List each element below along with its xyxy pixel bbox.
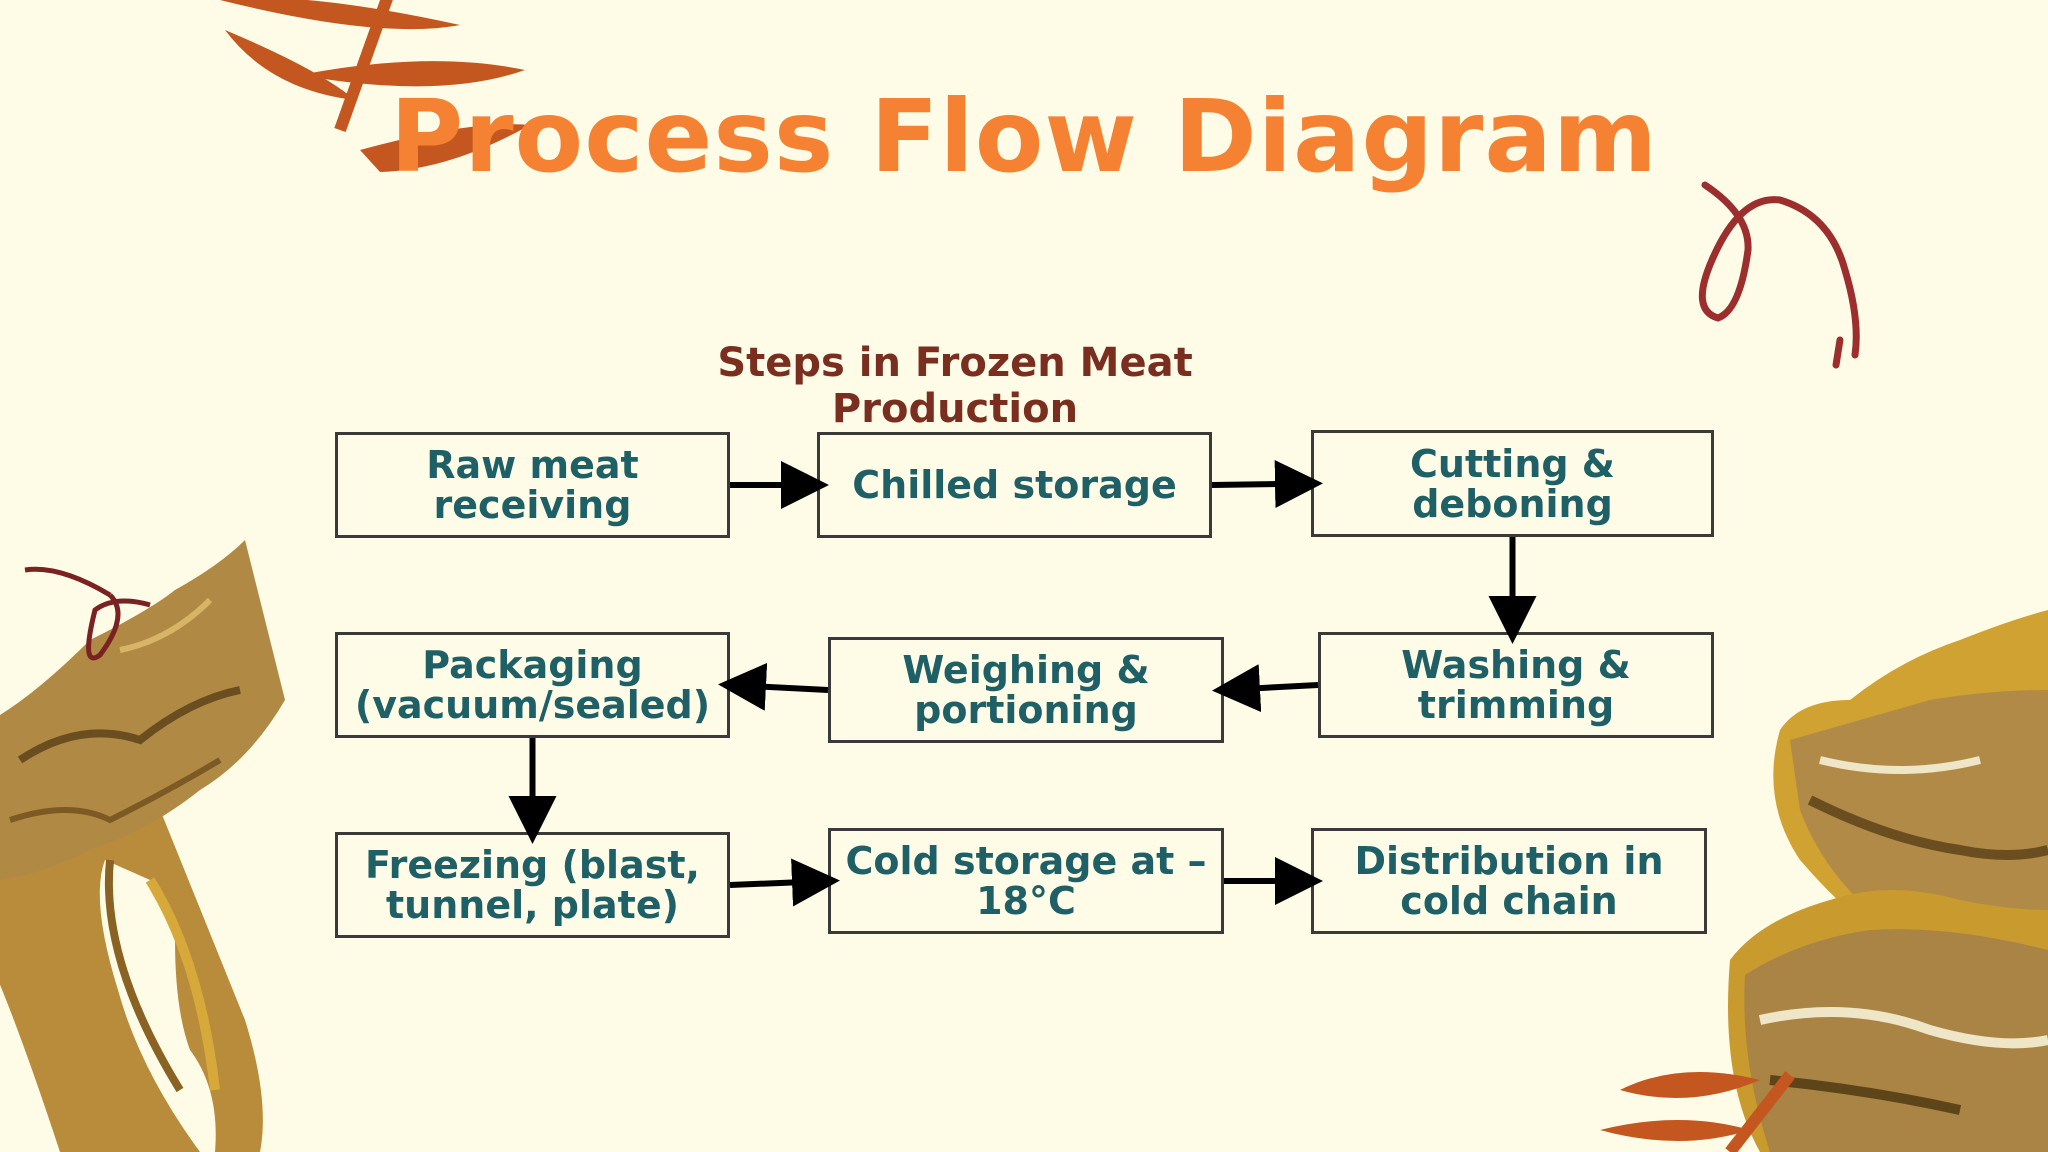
meat-chunk-left-icon bbox=[0, 540, 285, 880]
step-cold-storage: Cold storage at –18°C bbox=[828, 828, 1224, 934]
step-cutting-deboning: Cutting & deboning bbox=[1311, 430, 1714, 537]
step-washing-trimming: Washing & trimming bbox=[1318, 632, 1714, 738]
diagram-subtitle: Steps in Frozen Meat Production bbox=[717, 340, 1193, 432]
leaf-branch-bottom-right-icon bbox=[1600, 1071, 1795, 1152]
meat-slices-right-icon bbox=[1728, 610, 2048, 1152]
step-distribution: Distribution in cold chain bbox=[1311, 828, 1707, 934]
page-title: Process Flow Diagram bbox=[389, 78, 1659, 195]
step-raw-meat-receiving: Raw meat receiving bbox=[335, 432, 730, 538]
squiggle-top-right-icon bbox=[1698, 181, 1860, 369]
step-weighing-portioning: Weighing & portioning bbox=[828, 637, 1224, 743]
leaf-branch-top-left-icon bbox=[220, 0, 530, 172]
step-freezing: Freezing (blast, tunnel, plate) bbox=[335, 832, 730, 938]
step-packaging: Packaging (vacuum/sealed) bbox=[335, 632, 730, 738]
step-chilled-storage: Chilled storage bbox=[817, 432, 1212, 538]
